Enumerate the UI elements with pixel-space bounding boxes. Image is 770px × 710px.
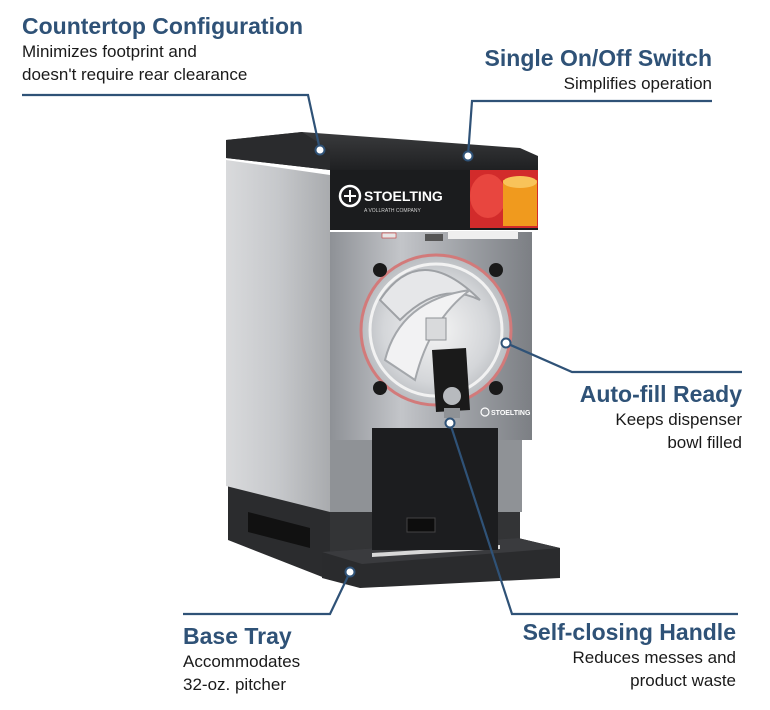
callout-base-title: Base Tray (183, 623, 292, 649)
dot-countertop (314, 144, 326, 156)
leader-autofill (505, 341, 742, 374)
front-badge: STOELTING (480, 407, 531, 417)
callout-countertop-line2: doesn't require rear clearance (22, 65, 248, 84)
lid (226, 132, 538, 170)
callout-countertop-title: Countertop Configuration (22, 13, 304, 39)
leader-dots (314, 144, 512, 578)
brand-logo-text: STOELTING (364, 188, 443, 204)
dot-handle (444, 417, 456, 429)
side-panel (226, 160, 330, 512)
callout-autofill: Auto-fill Ready Keeps dispenser bowl fil… (580, 380, 742, 454)
leader-switch (466, 99, 712, 157)
callout-handle: Self-closing Handle Reduces messes and p… (523, 618, 736, 692)
dot-base (344, 566, 356, 578)
dispense-area (330, 420, 522, 550)
leader-countertop (22, 93, 322, 151)
callout-autofill-title: Auto-fill Ready (579, 381, 742, 407)
leader-lines (22, 93, 742, 616)
callout-autofill-line2: bowl filled (667, 433, 742, 452)
callout-autofill-line1: Keeps dispenser (615, 410, 742, 429)
dispense-handle (432, 348, 470, 418)
callout-handle-title: Self-closing Handle (522, 619, 736, 645)
leader-handle (448, 422, 738, 616)
dot-switch (462, 150, 474, 162)
callout-base-tray: Base Tray Accommodates 32-oz. pitcher (183, 622, 300, 696)
callout-handle-line1: Reduces messes and (572, 648, 736, 667)
callout-base-line1: Accommodates (183, 652, 301, 671)
callout-handle-line2: product waste (630, 671, 736, 690)
callout-countertop-line1: Minimizes footprint and (22, 42, 197, 61)
callout-switch-title: Single On/Off Switch (484, 45, 712, 71)
header-graphic: STOELTING A VOLLRATH COMPANY (330, 168, 538, 230)
control-strip (381, 231, 518, 241)
front-badge-text: STOELTING (491, 410, 531, 417)
leader-base (183, 571, 351, 616)
brand-tagline: A VOLLRATH COMPANY (364, 208, 421, 214)
callout-switch: Single On/Off Switch Simplifies operatio… (485, 44, 712, 95)
callout-base-line2: 32-oz. pitcher (183, 675, 286, 694)
dot-autofill (500, 337, 512, 349)
callout-switch-line1: Simplifies operation (563, 74, 712, 93)
callout-countertop: Countertop Configuration Minimizes footp… (22, 12, 303, 86)
